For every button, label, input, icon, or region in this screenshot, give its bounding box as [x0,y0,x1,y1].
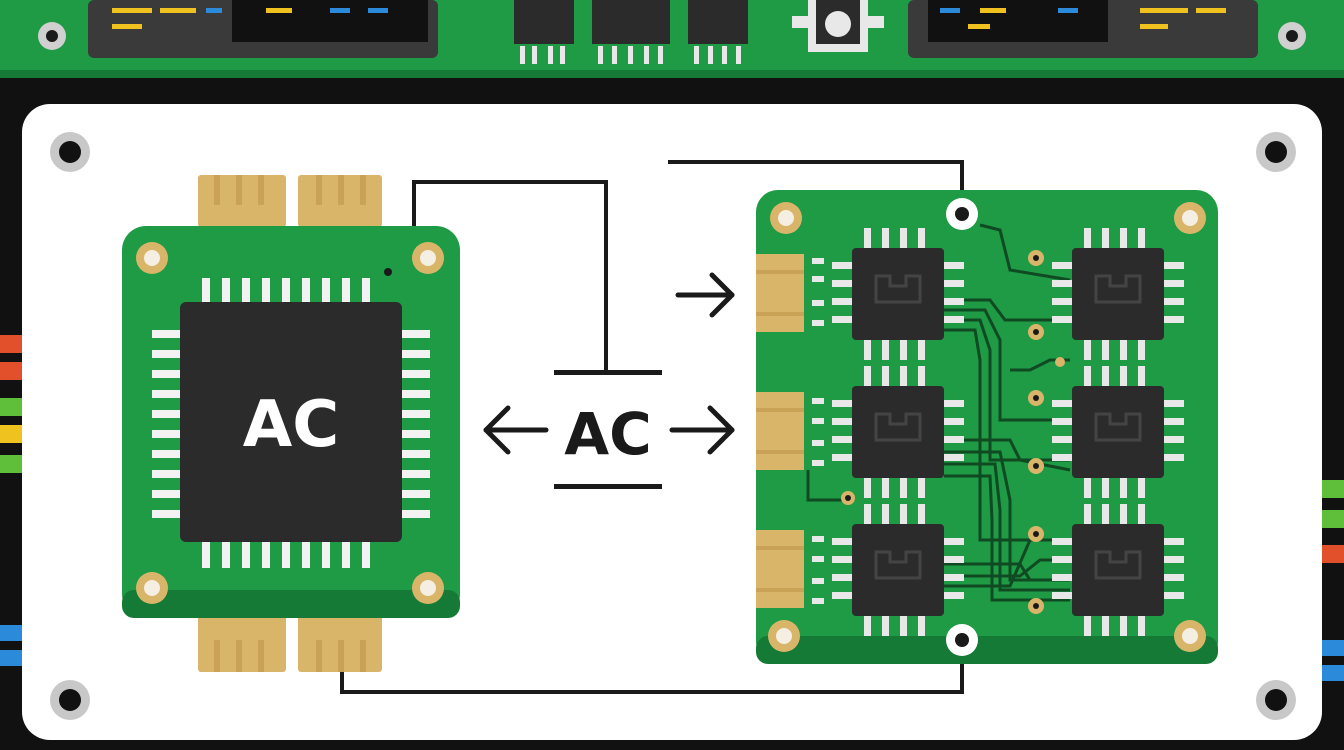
left-chip-pins [152,278,430,568]
panel-mounting-holes [50,132,1296,720]
right-module [756,190,1218,664]
left-chip-label: AC [243,388,340,462]
edge-components [812,258,824,604]
right-edge-pads [756,254,804,608]
vias [841,250,1065,614]
ic-chip-icon [832,366,964,498]
arrow-left-icon [483,405,549,455]
ic-chip-icon [832,504,964,636]
pcb-traces [806,223,1071,602]
top-pcb-strip [0,0,1344,78]
ic-chip-icon [832,228,964,360]
arrow-right-icon [675,272,735,318]
right-ic-chips [832,228,1184,636]
ic-chip-icon [180,302,402,542]
center-connector: AC [483,272,735,489]
ic-chip-icon [1052,504,1184,636]
left-module: AC [122,175,460,672]
ic-chip-icon [1052,366,1184,498]
connector-label: AC [564,400,651,468]
left-board-holes [136,242,444,604]
right-board-holes [768,202,1206,652]
left-side-cables [0,335,22,666]
ic-chip-icon [1052,228,1184,360]
top-ic-chips [514,0,748,64]
arrow-right-icon [669,405,735,455]
right-side-cables [1322,480,1344,681]
